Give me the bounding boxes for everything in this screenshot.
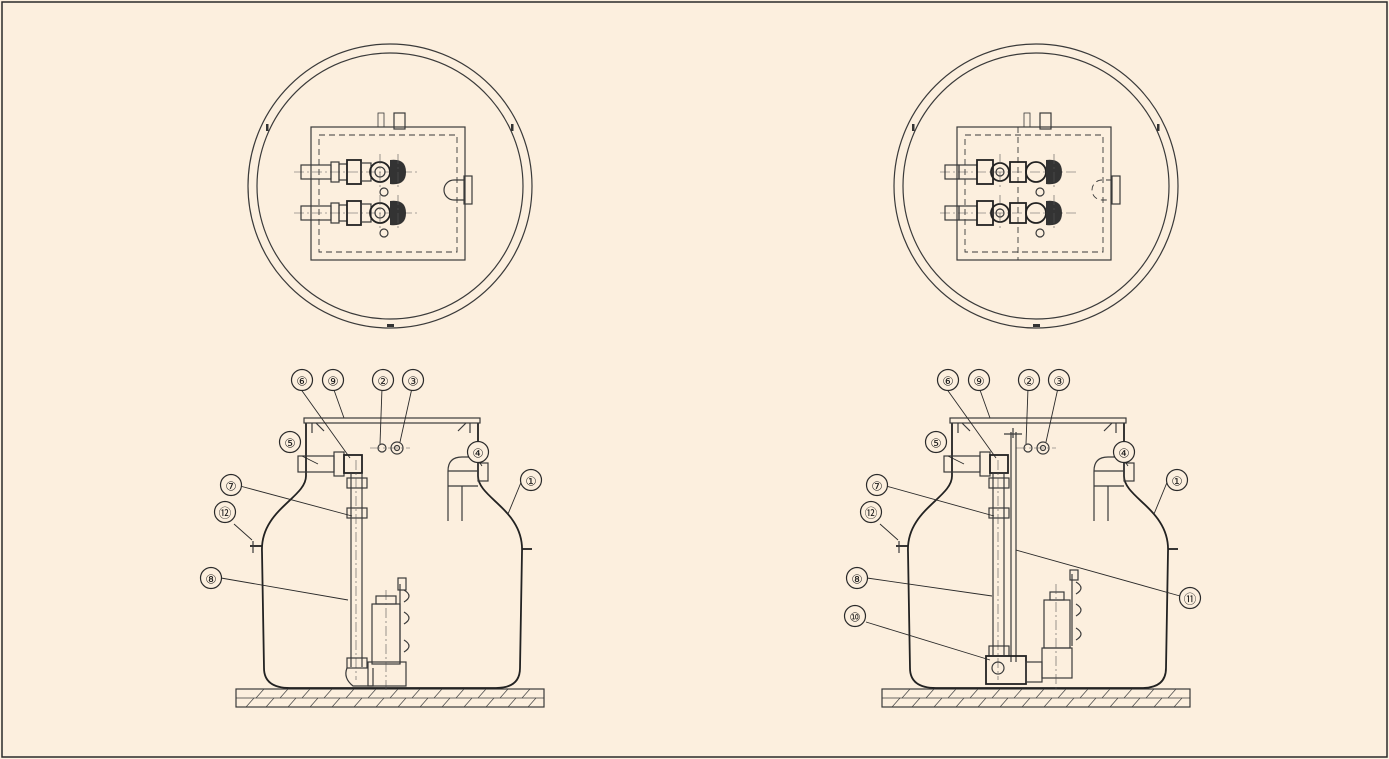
- callout-label-12: ⑫: [219, 506, 232, 521]
- callout-label-8-r: ⑧: [851, 572, 862, 587]
- right-section-view: [881, 417, 1191, 708]
- callout-5-right: [924, 430, 948, 454]
- callout-10-right: [843, 604, 867, 628]
- callout-label-1: ①: [525, 474, 536, 489]
- callout-4-right: [1112, 440, 1136, 464]
- callout-6-right: [936, 368, 960, 392]
- callout-3-left: [401, 368, 425, 392]
- left-section-view: [235, 417, 545, 708]
- callout-4-left: [466, 440, 490, 464]
- callout-label-6: ⑥: [296, 374, 307, 389]
- right-callouts: [843, 368, 1202, 628]
- callout-label-7: ⑦: [225, 479, 236, 494]
- callout-label-6-r: ⑥: [942, 374, 953, 389]
- callout-label-3: ③: [407, 374, 418, 389]
- leader-lines: [220, 387, 1181, 661]
- callout-label-5: ⑤: [284, 436, 295, 451]
- callout-label-9: ⑨: [327, 374, 338, 389]
- callout-9-left: [321, 368, 345, 392]
- callout-label-11-r: ⑪: [1184, 592, 1197, 607]
- callout-label-2: ②: [377, 374, 388, 389]
- callout-label-7-r: ⑦: [871, 479, 882, 494]
- callout-5-left: [278, 430, 302, 454]
- callout-8-right: [845, 566, 869, 590]
- callout-label-2-r: ②: [1023, 374, 1034, 389]
- callout-2-right: [1017, 368, 1041, 392]
- callout-2-left: [371, 368, 395, 392]
- callout-11-right: [1178, 586, 1202, 610]
- callout-12-right: [859, 500, 883, 524]
- callout-8-left: [199, 566, 223, 590]
- left-plan-view: [247, 43, 533, 329]
- callout-label-3-r: ③: [1053, 374, 1064, 389]
- callout-label-5-r: ⑤: [930, 436, 941, 451]
- callout-7-right: [865, 473, 889, 497]
- left-callouts: [199, 368, 543, 590]
- callout-labels: ① ② ③ ④ ⑤ ⑥ ⑦ ⑧ ⑨ ⑫ ① ② ③ ④ ⑤ ⑥ ⑦ ⑧ ⑨ ⑩ …: [205, 374, 1196, 625]
- callout-label-12-r: ⑫: [865, 506, 878, 521]
- callout-1-right: [1165, 468, 1189, 492]
- callout-label-4-r: ④: [1118, 446, 1129, 461]
- callout-label-1-r: ①: [1171, 474, 1182, 489]
- callout-7-left: [219, 473, 243, 497]
- callout-label-9-r: ⑨: [973, 374, 984, 389]
- callout-9-right: [967, 368, 991, 392]
- callout-1-left: [519, 468, 543, 492]
- callout-label-4: ④: [472, 446, 483, 461]
- callout-label-10-r: ⑩: [849, 610, 860, 625]
- callout-12-left: [213, 500, 237, 524]
- callout-3-right: [1047, 368, 1071, 392]
- right-plan-view: [893, 43, 1179, 329]
- callout-label-8: ⑧: [205, 572, 216, 587]
- callout-6-left: [290, 368, 314, 392]
